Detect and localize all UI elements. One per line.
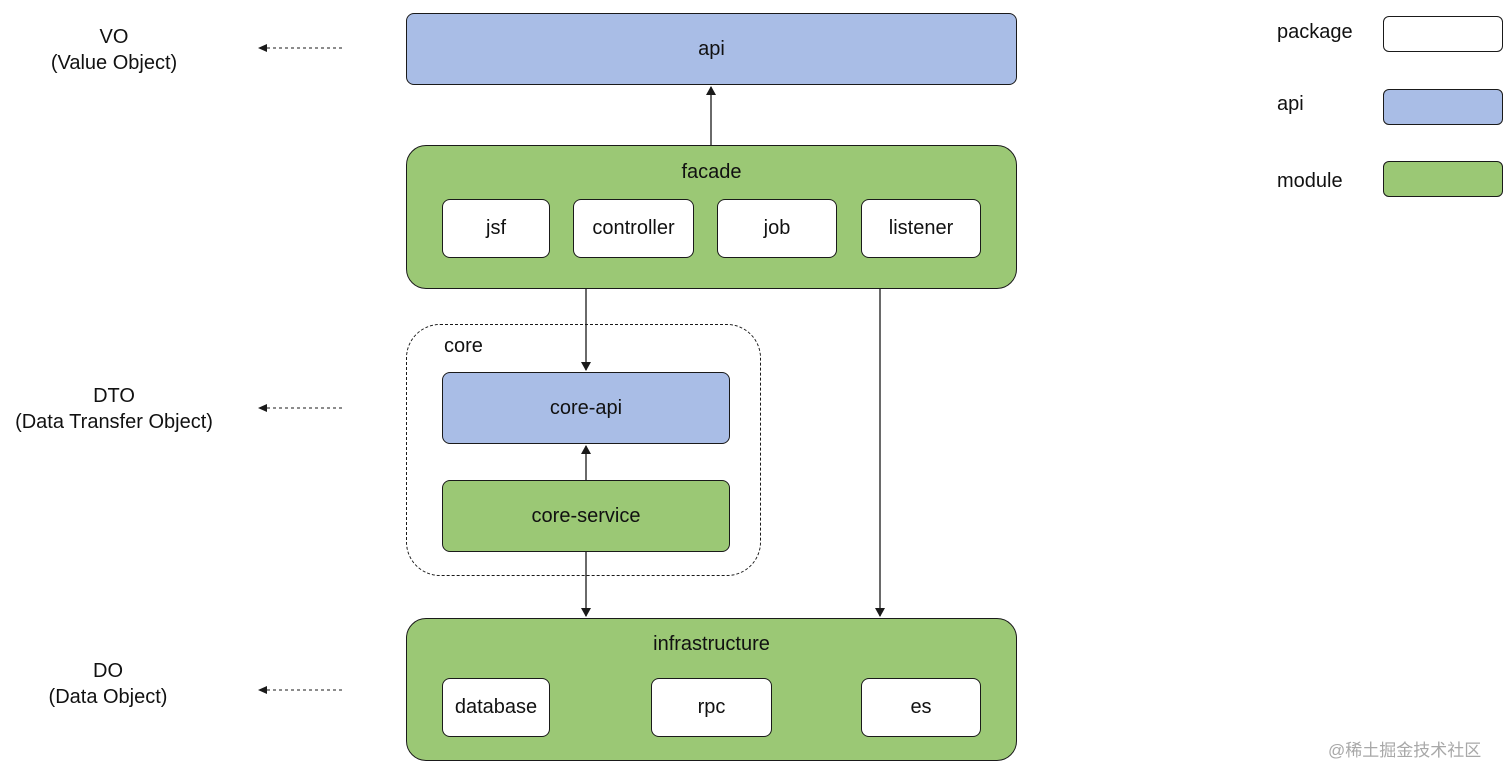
package-rpc[interactable]: rpc [651,678,772,737]
vo-subtitle: (Value Object) [50,52,178,74]
package-listener-label: listener [888,217,954,239]
legend-api-label: api [1277,93,1304,115]
core-title: core [444,335,483,357]
dashed-arrow-vo-head [258,44,267,52]
package-rpc-label: rpc [697,696,726,718]
watermark: @稀土掘金技术社区 [1328,741,1482,760]
package-jsf-label: jsf [486,217,506,239]
core-service-box[interactable]: core-service [442,480,730,552]
do-title: DO [93,660,123,682]
legend-api-swatch [1383,89,1503,125]
dto-subtitle: (Data Transfer Object) [15,411,213,433]
package-es-label: es [910,696,932,718]
facade-title: facade [681,161,742,183]
package-jsf[interactable]: jsf [442,199,550,258]
legend-package-label: package [1277,21,1353,43]
core-group [406,324,761,576]
core-api-box[interactable]: core-api [442,372,730,444]
package-controller-label: controller [592,217,675,239]
package-controller[interactable]: controller [573,199,694,258]
package-database[interactable]: database [442,678,550,737]
package-database-label: database [454,696,538,718]
do-subtitle: (Data Object) [48,686,168,708]
package-listener[interactable]: listener [861,199,981,258]
infrastructure-title: infrastructure [653,633,770,655]
dto-title: DTO [93,385,135,407]
core-service-label: core-service [531,504,641,527]
vo-label: VO (Value Object) [14,24,214,76]
dashed-arrow-dto-head [258,404,267,412]
dashed-arrow-do-head [258,686,267,694]
api-box[interactable]: api [406,13,1017,85]
package-job-label: job [763,217,791,239]
package-job[interactable]: job [717,199,837,258]
legend-module-label: module [1277,170,1343,192]
core-api-label: core-api [549,396,623,419]
dto-label: DTO (Data Transfer Object) [4,383,224,435]
api-box-label: api [698,37,725,60]
package-es[interactable]: es [861,678,981,737]
legend-package-swatch [1383,16,1503,52]
vo-title: VO [99,26,129,48]
legend-module-swatch [1383,161,1503,197]
do-label: DO (Data Object) [8,658,208,710]
